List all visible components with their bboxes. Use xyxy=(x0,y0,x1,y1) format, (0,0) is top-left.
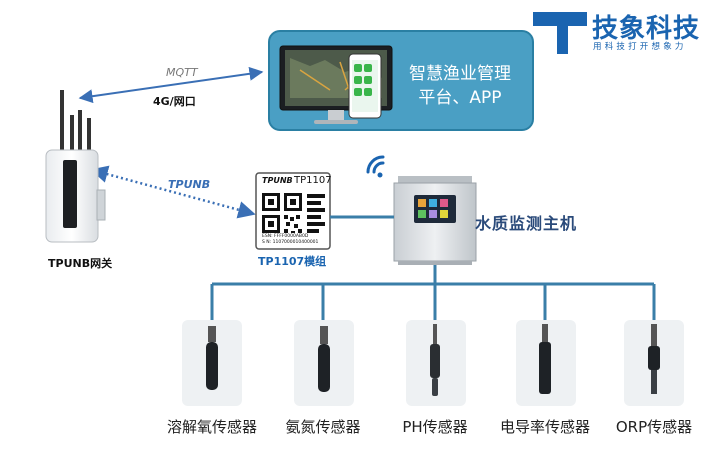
water-host-icon xyxy=(393,176,477,265)
sensor-label-ph: PH传感器 xyxy=(402,418,468,436)
sensor-ph-icon xyxy=(406,320,466,406)
platform-screen-icon xyxy=(279,45,393,124)
network-label: 4G/网口 xyxy=(153,95,196,108)
sensor-ammonia-icon xyxy=(294,320,354,406)
brand-name: 技象科技 xyxy=(592,14,701,44)
platform-title-line1: 智慧渔业管理 xyxy=(409,64,511,84)
module-chip-model: TP1107 xyxy=(294,175,332,186)
gateway-device-icon xyxy=(45,90,106,243)
tp1107-module-icon xyxy=(255,172,331,250)
module-label: TP1107模组 xyxy=(258,255,327,268)
sensor-label-orp: ORP传感器 xyxy=(615,418,693,436)
brand-logo-icon xyxy=(533,12,587,54)
host-label: 水质监测主机 xyxy=(475,214,578,233)
sensor-label-ammonia: 氨氮传感器 xyxy=(285,418,361,436)
tpunb-link-label: TPUNB xyxy=(168,178,211,191)
sensor-bus xyxy=(210,215,656,320)
module-chip-brand: TPUNB xyxy=(262,176,293,185)
sensor-dissolved-oxygen-icon xyxy=(182,320,242,406)
gateway-label: TPUNB网关 xyxy=(48,257,113,270)
module-sn: S N: 1107000010400001 xyxy=(262,240,319,245)
sensor-conductivity-icon xyxy=(516,320,576,406)
platform-title: 智慧渔业管理 平台、APP xyxy=(400,62,520,110)
platform-title-line2: 平台、APP xyxy=(418,88,502,108)
sensor-label-dissolved-oxygen: 溶解氧传感器 xyxy=(166,418,257,436)
wifi-icon xyxy=(366,155,385,178)
sensor-orp-icon xyxy=(624,320,684,406)
module-esn: ESN: FFFF0000AB0D xyxy=(262,234,309,239)
mqtt-link-arrow xyxy=(78,66,264,104)
brand-slogan: 用科技打开想象力 xyxy=(593,42,687,52)
sensor-label-conductivity: 电导率传感器 xyxy=(499,418,590,436)
tpunb-link-arrow xyxy=(90,165,256,219)
mqtt-label: MQTT xyxy=(166,66,198,79)
